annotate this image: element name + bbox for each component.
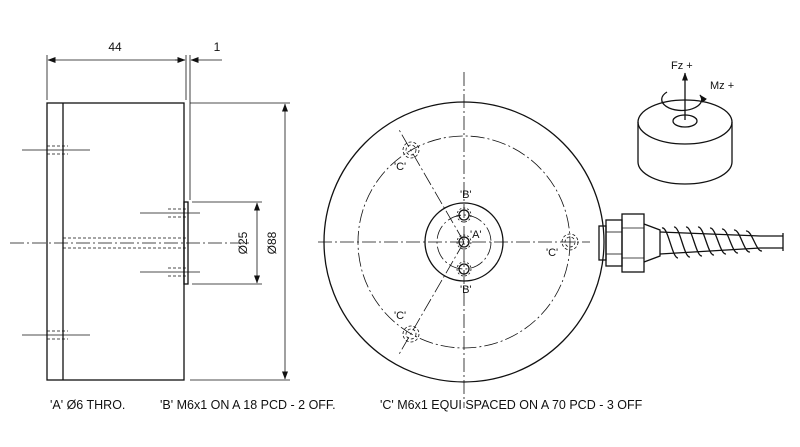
note-c: 'C' M6x1 EQUI SPACED ON A 70 PCD - 3 OFF (380, 398, 643, 412)
side-body-outline (46, 102, 185, 381)
mz-label: Mz + (710, 80, 734, 92)
notes: 'A' Ø6 THRO. 'B' M6x1 ON A 18 PCD - 2 OF… (50, 398, 643, 412)
label-c-lower: 'C' (394, 310, 406, 322)
label-b-bottom: 'B' (460, 284, 472, 296)
note-b: 'B' M6x1 ON A 18 PCD - 2 OFF. (160, 398, 336, 412)
mz-arrow (661, 91, 708, 112)
label-b-top: 'B' (460, 189, 472, 201)
label-c-upper: 'C' (394, 161, 406, 173)
note-a: 'A' Ø6 THRO. (50, 398, 125, 412)
hole-c-lower (402, 325, 420, 343)
front-radial-line-lower (397, 241, 465, 357)
side-dimensions: 44 1 Ø25 Ø88 (46, 40, 290, 381)
label-a: 'A' (470, 229, 482, 241)
hole-b-top (458, 209, 470, 221)
cable-strain-relief (659, 226, 784, 259)
front-radial-line-upper (397, 127, 465, 243)
dim-flange-label: 1 (214, 40, 221, 54)
hole-b-bottom (458, 263, 470, 275)
label-c-right: 'C' (546, 247, 558, 259)
hole-c-upper (402, 141, 420, 159)
dim-d88-label: Ø88 (265, 231, 279, 254)
hole-a (458, 236, 470, 248)
side-hidden-holes (22, 145, 200, 340)
hole-c-right (561, 233, 579, 251)
fz-label: Fz + (671, 60, 693, 72)
side-view: 44 1 Ø25 Ø88 (10, 40, 290, 381)
cable-gland (598, 213, 661, 273)
iso-body-sides (637, 122, 733, 185)
dim-d25-label: Ø25 (236, 231, 250, 254)
dim-length-label: 44 (108, 40, 122, 54)
front-view: 'A' 'B' 'B' 'C' 'C' 'C' (318, 72, 605, 408)
iso-sketch: Fz + Mz + (637, 60, 734, 185)
